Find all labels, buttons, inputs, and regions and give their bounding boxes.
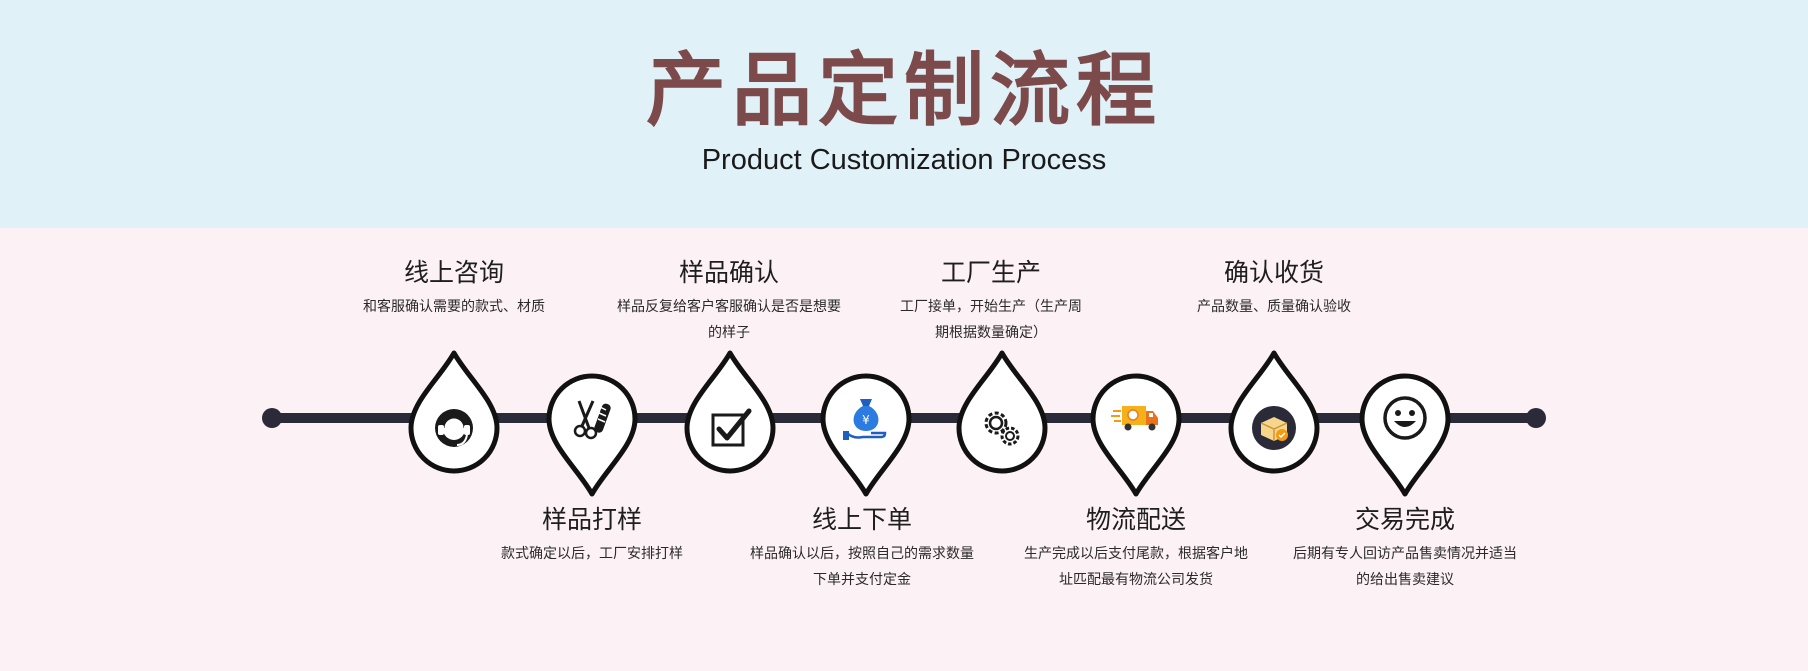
step-4-desc: 样品确认以后，按照自己的需求数量下单并支付定金 — [750, 546, 974, 588]
timeline-start-dot — [262, 408, 282, 428]
step-2-desc: 款式确定以后，工厂安排打样 — [501, 546, 683, 562]
step-7: 确认收货 产品数量、质量确认验收 — [1144, 256, 1404, 320]
step-5: 工厂生产 工厂接单，开始生产（生产周期根据数量确定） — [895, 256, 1087, 346]
step-1-title: 线上咨询 — [403, 258, 504, 287]
step-3-pin — [684, 350, 776, 474]
header-banner — [0, 0, 1808, 228]
package-check-icon — [1252, 406, 1296, 450]
step-4: 线上下单 样品确认以后，按照自己的需求数量下单并支付定金 — [744, 503, 980, 593]
svg-text:¥: ¥ — [862, 413, 870, 427]
step-4-pin: ¥ — [820, 373, 912, 497]
step-5-desc: 工厂接单，开始生产（生产周期根据数量确定） — [900, 299, 1082, 341]
step-8-desc: 后期有专人回访产品售卖情况并适当的给出售卖建议 — [1293, 546, 1517, 588]
step-8-pin — [1359, 373, 1451, 497]
step-8-title: 交易完成 — [1354, 505, 1455, 534]
money-bag-icon: ¥ — [843, 399, 887, 440]
step-2-pin — [546, 373, 638, 497]
page-subtitle: Product Customization Process — [701, 144, 1107, 176]
step-2-title: 样品打样 — [541, 505, 642, 534]
step-4-title: 线上下单 — [811, 505, 912, 534]
step-6-desc: 生产完成以后支付尾款，根据客户地址匹配最有物流公司发货 — [1024, 546, 1248, 588]
timeline-end-dot — [1526, 408, 1546, 428]
step-3-desc: 样品反复给客户客服确认是否是想要的样子 — [617, 299, 841, 341]
smiley-icon — [1383, 396, 1427, 440]
step-7-desc: 产品数量、质量确认验收 — [1197, 299, 1351, 315]
step-8: 交易完成 后期有专人回访产品售卖情况并适当的给出售卖建议 — [1289, 503, 1521, 593]
step-1: 线上咨询 和客服确认需要的款式、材质 — [324, 256, 584, 320]
step-5-title: 工厂生产 — [940, 258, 1041, 287]
step-1-desc: 和客服确认需要的款式、材质 — [363, 299, 545, 315]
step-7-title: 确认收货 — [1223, 258, 1324, 287]
gears-icon — [984, 411, 1020, 446]
step-7-pin — [1228, 350, 1320, 474]
step-6-pin — [1090, 373, 1182, 497]
delivery-truck-icon — [1111, 406, 1158, 431]
step-6-title: 物流配送 — [1085, 505, 1186, 534]
step-6: 物流配送 生产完成以后支付尾款，根据客户地址匹配最有物流公司发货 — [1020, 503, 1252, 593]
scissors-tools-icon — [573, 400, 611, 440]
checkbox-icon — [711, 408, 752, 447]
step-3: 样品确认 样品反复给客户客服确认是否是想要的样子 — [617, 256, 841, 346]
page-title: 产品定制流程 — [646, 43, 1162, 137]
headset-icon — [435, 409, 473, 447]
step-1-pin — [408, 350, 500, 474]
step-3-title: 样品确认 — [678, 258, 779, 287]
step-5-pin — [956, 350, 1048, 474]
step-2: 样品打样 款式确定以后，工厂安排打样 — [462, 503, 722, 567]
